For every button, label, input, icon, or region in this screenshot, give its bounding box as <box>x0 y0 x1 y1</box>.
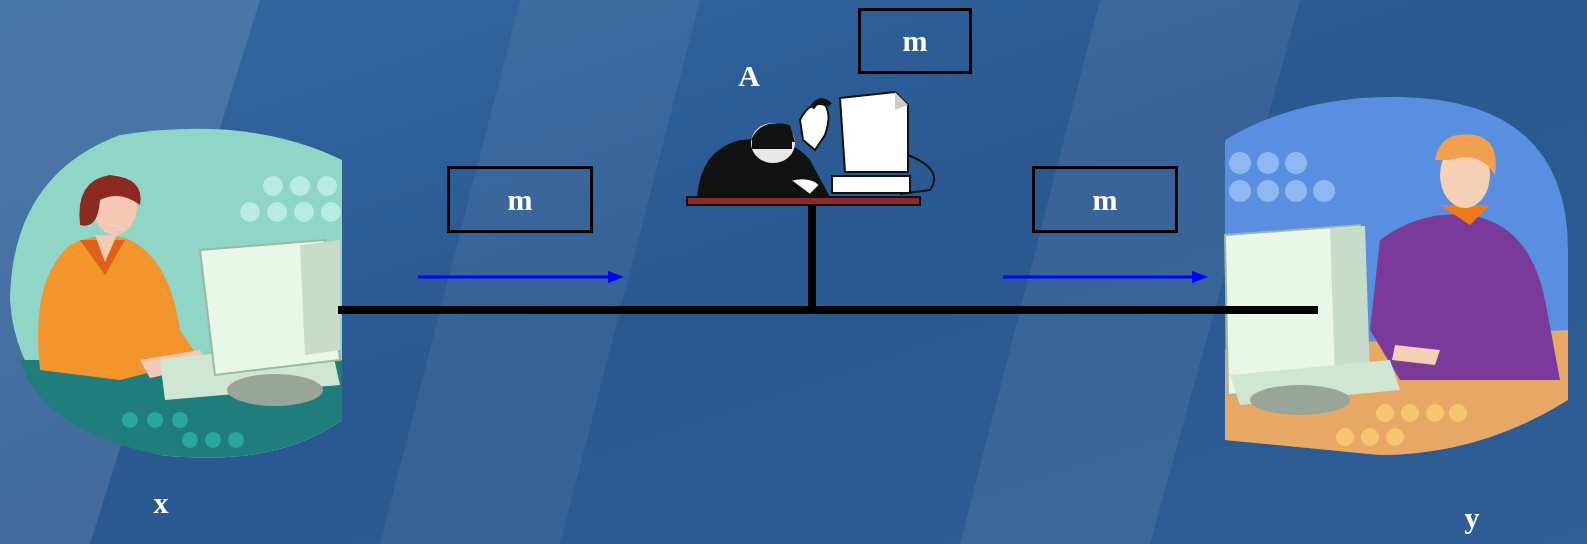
message-text: m <box>1093 185 1118 215</box>
background-streaks <box>0 0 1300 544</box>
message-box: m <box>858 8 972 74</box>
network-wire <box>338 306 1318 314</box>
tap-wire <box>808 204 816 310</box>
party-label: A <box>738 61 760 91</box>
flow-arrow <box>418 271 624 283</box>
attacker-illustration <box>687 92 934 205</box>
message-box: m <box>447 166 593 233</box>
message-text: m <box>903 26 928 56</box>
party-label: y <box>1465 503 1480 533</box>
message-box: m <box>1032 166 1178 233</box>
message-text: m <box>508 185 533 215</box>
flow-arrow <box>1003 271 1208 283</box>
party-label: x <box>154 488 169 518</box>
sender-illustration <box>10 129 342 458</box>
receiver-illustration <box>1225 97 1568 455</box>
